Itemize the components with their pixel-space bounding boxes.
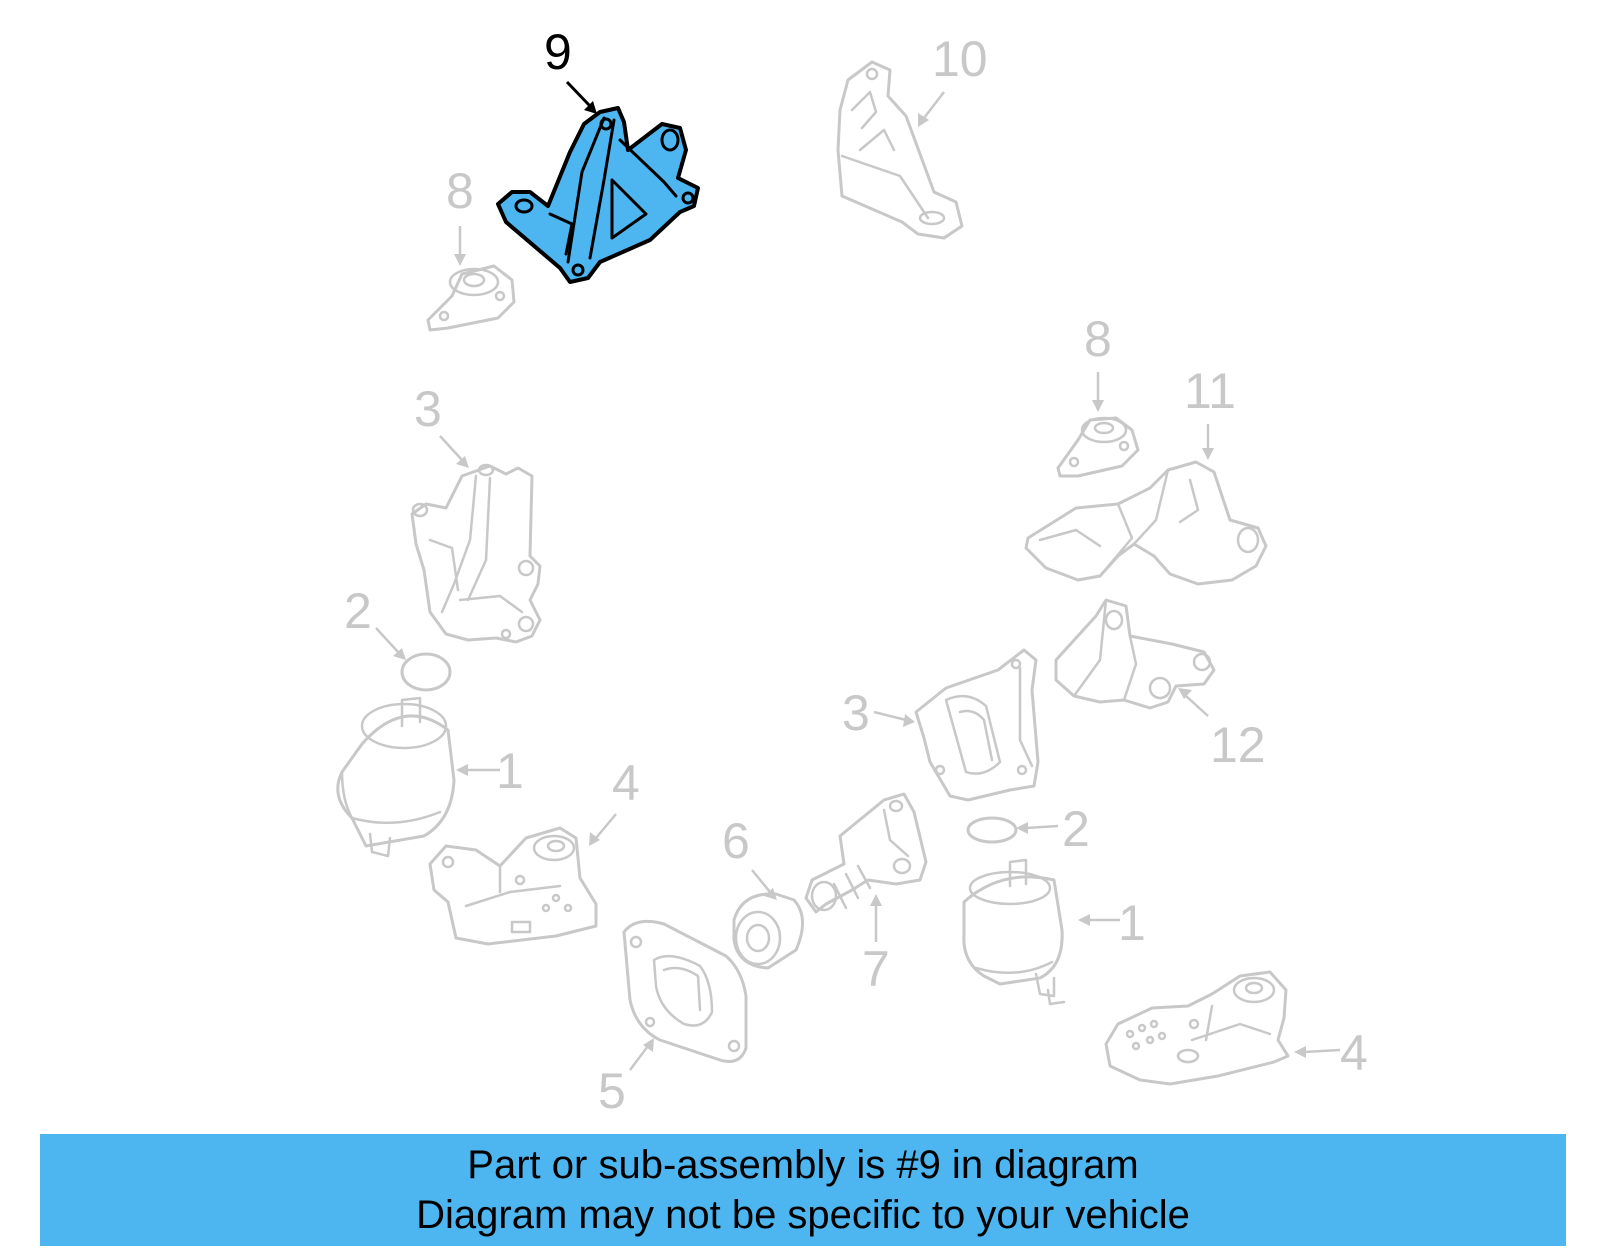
part-4-bracket-right[interactable]: [1104, 970, 1290, 1086]
callout-8-right: 8: [1084, 311, 1112, 367]
part-1-mount-right[interactable]: [962, 858, 1066, 1006]
callout-2-right: 2: [1062, 801, 1090, 857]
callout-1-left-leader: [456, 764, 500, 776]
callout-6: 6: [722, 813, 750, 869]
banner-line-1: Part or sub-assembly is #9 in diagram: [467, 1143, 1139, 1187]
part-4-bracket-left[interactable]: [428, 826, 598, 946]
part-3-bracket-left[interactable]: [410, 463, 542, 644]
part-11-bracket[interactable]: [1024, 460, 1268, 586]
callout-4-right: 4: [1340, 1025, 1368, 1081]
callout-8-top: 8: [446, 163, 474, 219]
callout-5-leader: [629, 1038, 654, 1071]
callout-4-left-leader: [589, 813, 617, 846]
callout-3-left-leader: [439, 435, 469, 468]
part-10-bracket[interactable]: [836, 60, 964, 240]
callout-12: 12: [1210, 717, 1266, 773]
callout-1-right-leader: [1078, 914, 1120, 926]
part-7-bracket[interactable]: [804, 792, 928, 914]
part-1-mount-left[interactable]: [336, 696, 456, 858]
part-5-plate[interactable]: [622, 919, 748, 1063]
callout-7-leader: [870, 894, 882, 942]
callout-9-leader: [565, 80, 597, 114]
callout-4-right-leader: [1294, 1046, 1341, 1058]
callout-10: 10: [932, 31, 988, 87]
part-6-bushing[interactable]: [732, 892, 804, 970]
callout-2-left: 2: [344, 583, 372, 639]
callout-2-right-leader: [1016, 822, 1059, 834]
callout-11-leader: [1202, 424, 1214, 460]
callout-3-right: 3: [842, 685, 870, 741]
callout-11: 11: [1184, 363, 1236, 419]
callout-10-leader: [918, 91, 945, 127]
callout-4-left: 4: [612, 755, 640, 811]
part-9-bracket[interactable]: [496, 106, 700, 284]
part-3-bracket-right[interactable]: [914, 648, 1040, 802]
callout-12-leader: [1178, 688, 1209, 717]
callout-3-right-leader: [873, 710, 915, 727]
callout-2-left-leader: [375, 627, 406, 660]
callout-3-left: 3: [414, 381, 442, 437]
callout-8-right-leader: [1092, 372, 1104, 412]
part-8-mount-top[interactable]: [426, 264, 516, 332]
part-12-bracket[interactable]: [1054, 598, 1216, 710]
callout-5: 5: [598, 1063, 626, 1119]
callout-9: 9: [544, 24, 572, 80]
callout-1-right: 1: [1118, 895, 1146, 951]
callout-7: 7: [862, 941, 890, 997]
callout-1-left: 1: [496, 743, 524, 799]
part-2-washer-right[interactable]: [966, 816, 1018, 844]
info-banner: Part or sub-assembly is #9 in diagram Di…: [40, 1134, 1566, 1246]
part-2-washer-left[interactable]: [400, 652, 452, 692]
banner-line-2: Diagram may not be specific to your vehi…: [416, 1193, 1190, 1237]
callout-8-top-leader: [454, 226, 466, 266]
part-8-mount-right[interactable]: [1056, 416, 1140, 478]
callout-6-leader: [751, 869, 777, 900]
